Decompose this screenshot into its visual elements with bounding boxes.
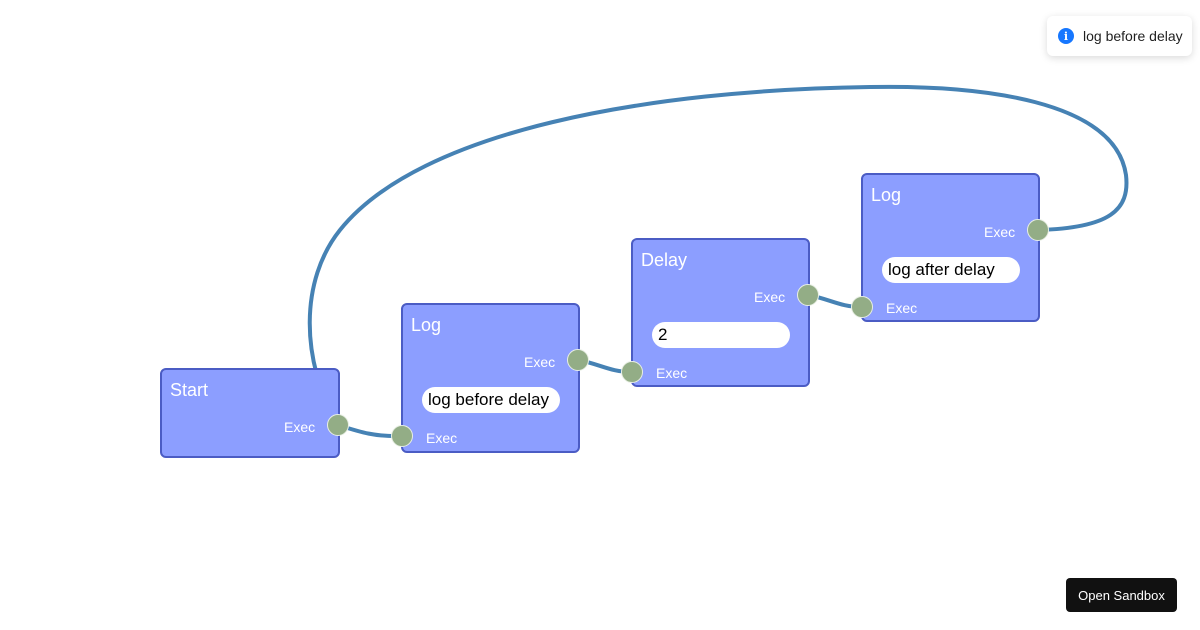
start-node[interactable]: Start Exec	[160, 368, 340, 458]
log1-exec-output-port[interactable]	[567, 349, 589, 371]
delay-seconds-input[interactable]	[652, 322, 790, 348]
exec-output-label: Exec	[524, 354, 556, 370]
info-icon: i	[1058, 28, 1074, 44]
delay-exec-input-port[interactable]	[621, 361, 643, 383]
log1-exec-input-port[interactable]	[391, 425, 413, 447]
log2-exec-input-port[interactable]	[851, 296, 873, 318]
node-title: Log	[411, 315, 442, 335]
delay-exec-output-port[interactable]	[797, 284, 819, 306]
exec-output-label: Exec	[754, 289, 786, 305]
exec-input-label: Exec	[426, 430, 458, 446]
node-title: Log	[871, 185, 902, 205]
log-node-2[interactable]: Log Exec Exec	[861, 173, 1040, 322]
log2-exec-output-port[interactable]	[1027, 219, 1049, 241]
node-title: Delay	[641, 250, 688, 270]
log-node-1[interactable]: Log Exec Exec	[401, 303, 580, 453]
exec-output-label: Exec	[984, 224, 1016, 240]
exec-input-label: Exec	[656, 365, 688, 381]
delay-node[interactable]: Delay Exec Exec	[631, 238, 810, 387]
log-message-input[interactable]	[882, 257, 1020, 283]
node-title: Start	[170, 380, 209, 400]
log-message-input[interactable]	[422, 387, 560, 413]
toast-notification: i log before delay	[1047, 16, 1192, 56]
exec-input-label: Exec	[886, 300, 918, 316]
toast-message: log before delay	[1083, 28, 1183, 44]
start-exec-output-port[interactable]	[327, 414, 349, 436]
open-sandbox-button[interactable]: Open Sandbox	[1066, 578, 1177, 612]
exec-output-label: Exec	[284, 419, 316, 435]
